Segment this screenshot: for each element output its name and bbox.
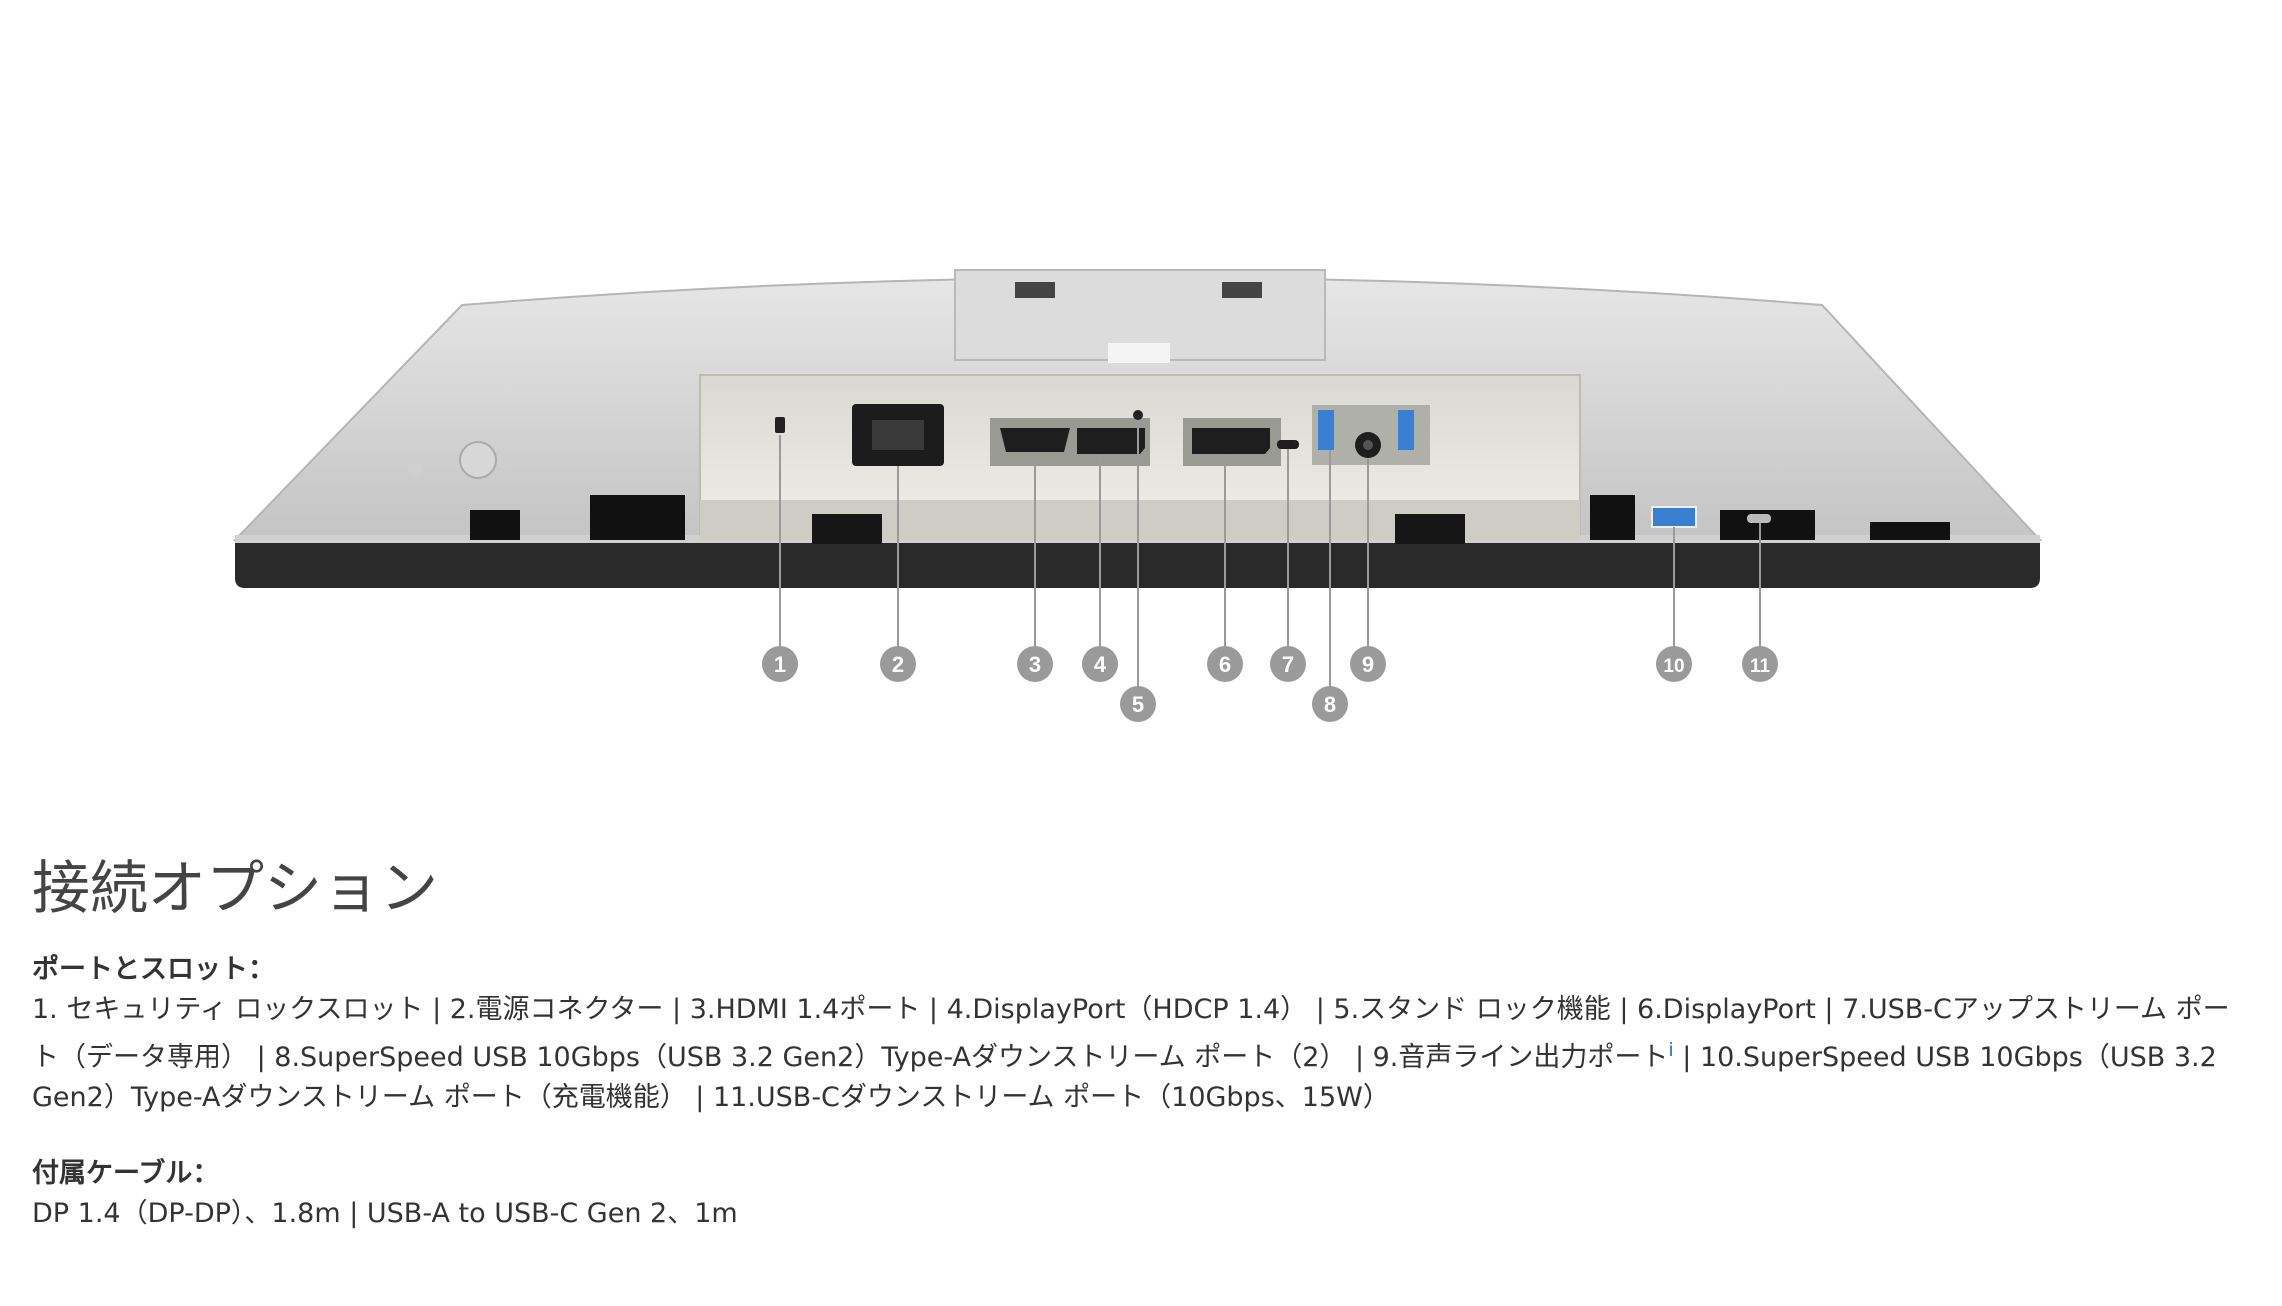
ports-description: 1. セキュリティ ロックスロット | 2.電源コネクター | 3.HDMI 1… <box>32 990 2252 1118</box>
security-slot-icon <box>775 417 785 433</box>
ports-text-2: | 10.SuperSpeed USB 10Gbps（USB 3.2 Gen2）… <box>32 1042 2217 1113</box>
callout-6: 6 <box>1207 646 1243 682</box>
callout-2: 2 <box>880 646 916 682</box>
usb-c-upstream-icon <box>1277 440 1299 449</box>
callout-markers: 1 2 3 4 5 6 7 8 9 10 11 <box>762 646 1778 722</box>
callout-10: 10 <box>1656 646 1692 682</box>
svg-text:10: 10 <box>1663 656 1684 677</box>
usb-c-downstream-icon <box>1747 514 1771 523</box>
ports-label: ポートとスロット： <box>32 954 275 985</box>
svg-text:7: 7 <box>1282 652 1294 677</box>
svg-text:8: 8 <box>1324 692 1336 717</box>
callout-8: 8 <box>1312 686 1348 722</box>
monitor-back-image: 1 2 3 4 5 6 7 8 9 10 11 <box>232 269 2043 722</box>
usb-a-charge-icon <box>1651 506 1697 528</box>
logo-icon <box>459 441 497 479</box>
callout-11: 11 <box>1742 646 1778 682</box>
svg-text:2: 2 <box>892 652 904 677</box>
displayport-2-icon <box>1192 428 1270 454</box>
ports-text: 1. セキュリティ ロックスロット | 2.電源コネクター | 3.HDMI 1… <box>32 994 2230 1073</box>
svg-text:11: 11 <box>1750 656 1771 677</box>
cables-description: DP 1.4（DP-DP）、1.8m | USB-A to USB-C Gen … <box>32 1198 738 1229</box>
svg-text:9: 9 <box>1362 652 1374 677</box>
hdmi-port-icon <box>1000 428 1070 452</box>
callout-5: 5 <box>1120 686 1156 722</box>
displayport-icon <box>1077 428 1145 454</box>
callout-4: 4 <box>1082 646 1118 682</box>
cables-label: 付属ケーブル： <box>32 1158 220 1189</box>
callout-3: 3 <box>1017 646 1053 682</box>
info-icon[interactable]: i <box>1668 1039 1674 1061</box>
connectivity-section: 接続オプション ポートとスロット： 1. セキュリティ ロックスロット | 2.… <box>32 848 2252 1234</box>
callout-1: 1 <box>762 646 798 682</box>
callout-7: 7 <box>1270 646 1306 682</box>
callout-9: 9 <box>1350 646 1386 682</box>
stand-lock-icon <box>1133 410 1143 420</box>
svg-text:4: 4 <box>1094 652 1107 677</box>
svg-text:3: 3 <box>1029 652 1041 677</box>
svg-text:1: 1 <box>774 652 786 677</box>
section-title: 接続オプション <box>32 854 439 922</box>
usb-a-port-icon <box>1318 410 1334 450</box>
svg-text:5: 5 <box>1132 692 1144 717</box>
svg-text:6: 6 <box>1219 652 1231 677</box>
